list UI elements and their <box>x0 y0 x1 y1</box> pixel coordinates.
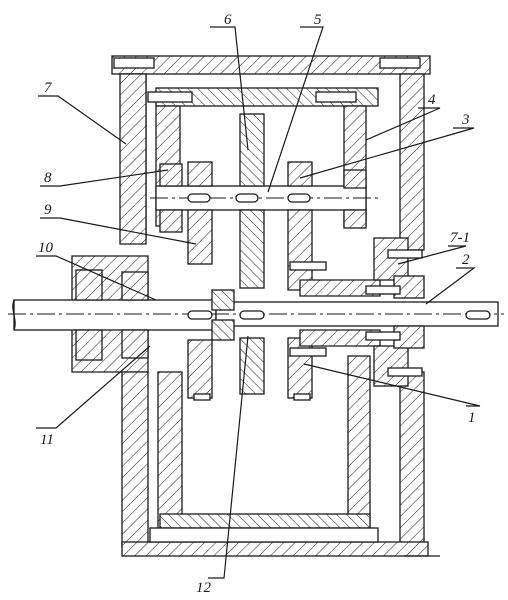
label-4: 4 <box>428 92 436 108</box>
bearing-right-a <box>343 169 367 189</box>
bearing-hub-upper <box>121 271 149 301</box>
bearing-10-lower <box>75 329 103 361</box>
bearing-12-upper <box>211 289 235 311</box>
inner-bottom-plate <box>149 527 379 543</box>
intermediate-shaft <box>150 163 380 233</box>
shaft-break <box>12 299 16 331</box>
bolt-top-right <box>379 57 421 69</box>
key-5c <box>287 193 311 203</box>
gear-3-upper <box>287 161 313 187</box>
leader-10 <box>36 255 157 301</box>
leader-2 <box>425 267 476 305</box>
leader-12 <box>208 335 249 579</box>
label-10: 10 <box>38 240 54 256</box>
gear-12 <box>239 337 265 395</box>
cap-7-1-lower <box>373 345 409 387</box>
leader-8 <box>40 169 169 187</box>
key-5a <box>187 193 211 203</box>
label-12: 12 <box>196 580 212 596</box>
leader-lines <box>36 26 481 579</box>
gear-1-foot <box>293 393 311 401</box>
bolt-top-left <box>113 57 155 69</box>
bolt-cap-upper <box>387 249 423 259</box>
key-5b <box>235 193 259 203</box>
label-7: 7 <box>44 80 53 96</box>
bolt-inner-right <box>315 91 357 103</box>
housing-top-flange <box>111 55 431 75</box>
label-7-1: 7-1 <box>450 230 470 246</box>
input-shaft <box>13 299 217 331</box>
key-output <box>465 310 491 320</box>
bolt-inner-left <box>147 91 193 103</box>
housing-right-wall-lower <box>399 371 425 549</box>
label-6: 6 <box>224 12 232 28</box>
leader-4 <box>365 107 441 141</box>
bearing-8-left <box>159 163 183 187</box>
top-bolts <box>113 57 421 103</box>
housing-left-wall-lower <box>121 371 149 549</box>
gear-11-lower <box>187 339 213 399</box>
bolt-sleeve-upper <box>289 261 327 271</box>
leader-6 <box>210 26 249 151</box>
key-input <box>187 310 213 320</box>
label-1: 1 <box>468 410 476 426</box>
housing-left-wall <box>119 73 147 245</box>
bolt-seal-upper <box>365 285 401 295</box>
leader-5 <box>267 26 324 193</box>
label-2: 2 <box>462 252 470 268</box>
label-5: 5 <box>314 12 322 28</box>
end-cap <box>289 237 425 387</box>
label-9: 9 <box>44 202 52 218</box>
gear-9-lower <box>187 209 213 265</box>
bolt-cap-lower <box>387 367 423 377</box>
gear-1 <box>287 337 313 399</box>
inner-left-lower <box>157 371 183 531</box>
leader-11 <box>36 345 151 429</box>
label-11: 11 <box>40 432 54 448</box>
gears <box>187 113 313 401</box>
inner-bottom <box>159 513 371 529</box>
leader-7-1 <box>397 245 467 265</box>
label-3: 3 <box>461 112 470 128</box>
bearing-hub-lower <box>121 329 149 359</box>
key-mid <box>239 310 265 320</box>
bearing-12-lower <box>211 319 235 341</box>
gear-9-upper <box>187 161 213 187</box>
bolt-seal-lower <box>365 331 401 341</box>
main-shaft <box>8 269 504 361</box>
gear-6-upper <box>239 113 265 187</box>
leader-7 <box>38 95 127 145</box>
bearing-10-upper <box>75 269 103 301</box>
leader-9 <box>40 217 197 245</box>
gear-6-lower <box>239 209 265 289</box>
gear-11-foot <box>193 393 211 401</box>
leader-3 <box>299 127 475 179</box>
part-labels: 6 5 4 3 7 8 9 10 7-1 2 1 11 12 <box>38 12 476 596</box>
inner-right-lower <box>347 355 371 533</box>
housing-right-wall-upper <box>399 73 425 251</box>
cap-sleeve-upper <box>299 279 381 297</box>
cap-7-1-upper <box>373 237 409 281</box>
bearing-right-b <box>343 209 367 229</box>
leader-1 <box>303 363 481 407</box>
bolt-sleeve-lower <box>289 347 327 357</box>
bearing-8-left-b <box>159 209 183 233</box>
housing-bottom <box>121 541 429 557</box>
label-8: 8 <box>44 170 52 186</box>
gear-3-lower <box>287 209 313 291</box>
